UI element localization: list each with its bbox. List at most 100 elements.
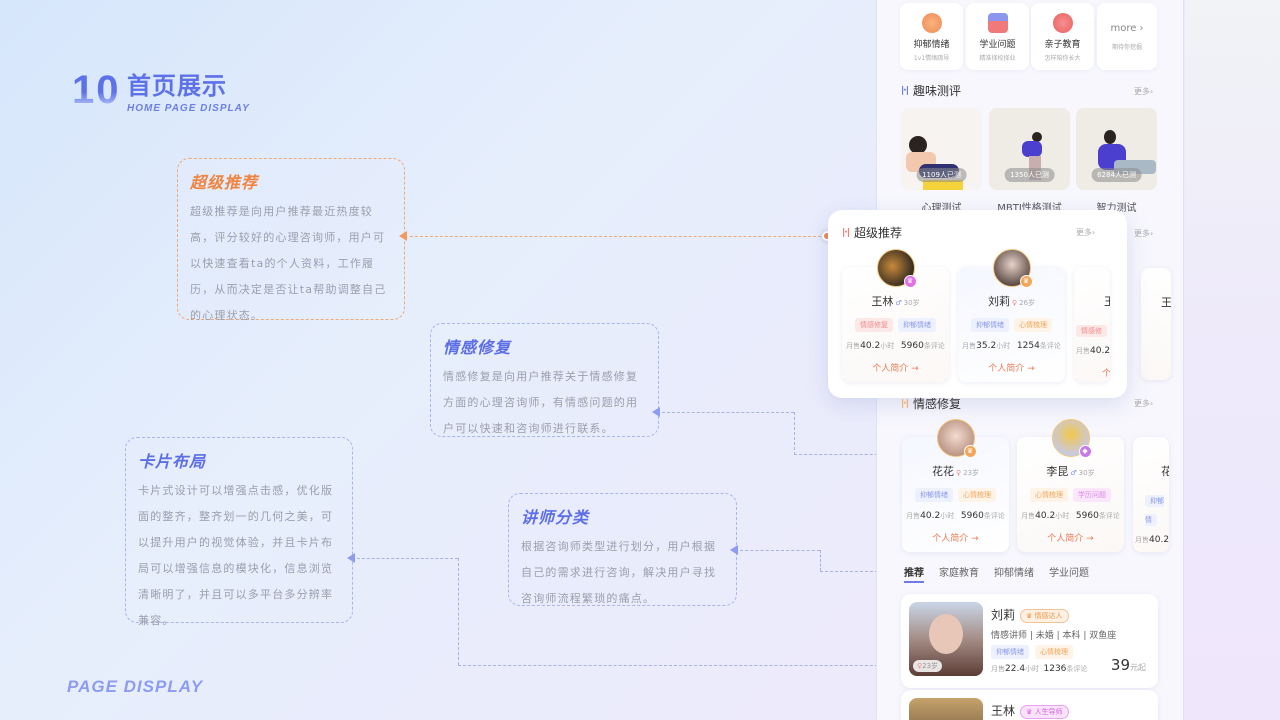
more-link[interactable]: 更多›: [1134, 399, 1154, 408]
female-icon: ♀: [955, 469, 962, 477]
connector-line: [662, 412, 794, 413]
page-title: 首页展示: [127, 72, 227, 100]
tag: 抑郁情绪: [898, 318, 936, 332]
section-bar-icon: |·|: [901, 85, 909, 96]
annotation-super-recommend: 超级推荐 超级推荐是向用户推荐最近热度较高，评分较好的心理咨询师，用户可以快速查…: [177, 158, 405, 322]
category-more[interactable]: more › 期待你挖掘: [1097, 3, 1157, 70]
crown-icon: ♛: [1019, 275, 1033, 288]
counselor-desc: 情感讲师 | 未婚 | 本科 | 双鱼座: [991, 631, 1117, 641]
category-study[interactable]: 学业问题 精准择校择业: [966, 3, 1029, 70]
more-link[interactable]: 更多›: [1076, 228, 1096, 237]
profile-link[interactable]: 个人简介 →: [872, 364, 919, 374]
teacher-card-partial[interactable]: 王: [1141, 268, 1171, 380]
page-subtitle: HOME PAGE DISPLAY: [127, 103, 250, 114]
annotation-text: 超级推荐是向用户推荐最近热度较高，评分较好的心理咨询师，用户可以快速查看ta的个…: [190, 205, 387, 322]
arrow-left-icon: [730, 545, 738, 555]
category-tabs: 推荐 家庭教育 抑郁情绪 学业问题: [904, 564, 1089, 583]
age-badge: ♀23岁: [913, 660, 943, 672]
tag: 学历问题: [1073, 488, 1111, 502]
profile-link[interactable]: 个人简介 →: [932, 534, 979, 544]
female-icon: ♀: [917, 662, 923, 670]
teacher-card-partial[interactable]: 花 抑郁情 月售40.2 个: [1133, 437, 1169, 552]
avatar: ♛: [936, 419, 977, 458]
avatar: ♛: [992, 249, 1033, 288]
test-label: 心理测试: [921, 203, 962, 214]
connector-line: [820, 550, 821, 571]
tab-recommend[interactable]: 推荐: [904, 564, 924, 583]
female-icon: ♀: [1011, 299, 1018, 307]
parent-child-icon: [1052, 13, 1073, 33]
annotation-text: 卡片式设计可以增强点击感，优化版面的整齐，整齐划一的几何之美，可以提升用户的视觉…: [138, 484, 334, 627]
test-label: MBTI性格测试: [997, 203, 1062, 214]
arrow-left-icon: [652, 407, 660, 417]
tag: 抑郁情绪: [971, 318, 1009, 332]
crown-icon: ♛: [963, 445, 977, 458]
section-fun-tests-title: |·| 趣味测评: [901, 84, 962, 98]
category-parenting[interactable]: 亲子教育 怎样陪你长大: [1031, 3, 1094, 70]
counselor-list-item[interactable]: 王林♛ 人生导师: [901, 690, 1158, 720]
connector-line: [410, 236, 826, 237]
graduation-cap-icon: [987, 13, 1008, 33]
tab-family-education[interactable]: 家庭教育: [939, 568, 979, 579]
test-card-mbti[interactable]: 1350人已测: [989, 108, 1070, 190]
test-card-iq[interactable]: 6284人已测: [1076, 108, 1157, 190]
annotation-title: 卡片布局: [138, 452, 207, 471]
illustration-body: [1022, 141, 1042, 157]
counselor-photo: [909, 698, 983, 720]
price: 39元起: [1110, 656, 1146, 674]
illustration-block: [923, 180, 963, 190]
annotation-title: 情感修复: [443, 338, 512, 357]
teacher-card[interactable]: ♛ 花花♀23岁 抑郁情绪心情梳理 月售40.2小时 5960条评论 个人简介 …: [902, 419, 1009, 552]
male-icon: ♂: [1070, 469, 1077, 477]
connector-line: [794, 412, 795, 455]
test-label: 智力测试: [1096, 203, 1137, 214]
connector-line: [794, 454, 898, 455]
more-link[interactable]: 更多›: [1134, 87, 1154, 96]
tab-study[interactable]: 学业问题: [1049, 568, 1089, 579]
arrow-left-icon: [399, 231, 407, 241]
connector-line: [820, 571, 898, 572]
tag: 情感修复: [855, 318, 893, 332]
face: [929, 614, 963, 654]
connector-line: [458, 558, 459, 665]
teacher-card[interactable]: ◆ 李昆♂30岁 心情梳理学历问题 月售40.2小时 5960条评论 个人简介 …: [1017, 419, 1124, 552]
super-recommend-popup: |·| 超级推荐 更多› ♛ 王林♂30岁 情感修复抑郁情绪 月售40.2小时 …: [828, 210, 1127, 398]
annotation-title: 超级推荐: [190, 173, 259, 192]
illustration-head: [909, 136, 927, 154]
annotation-text: 情感修复是向用户推荐关于情感修复方面的心理咨询师，有情感问题的用户可以快速和咨询…: [443, 370, 639, 435]
connector-line: [740, 550, 820, 551]
section-emotion-repair-title: |·| 情感修复: [901, 397, 962, 411]
tags: 抑郁情绪心情梳理: [991, 645, 1073, 659]
teacher-card-partial[interactable]: 王 情感修 月售40.2 个: [1074, 267, 1110, 382]
section-super-recommend-title: |·| 超级推荐: [842, 226, 903, 240]
counselor-list-item[interactable]: ♀23岁 刘莉♛ 情感达人 情感讲师 | 未婚 | 本科 | 双鱼座 抑郁情绪心…: [901, 594, 1158, 688]
male-icon: ♂: [895, 299, 902, 307]
annotation-title: 讲师分类: [521, 508, 590, 527]
expert-badge: ♛ 情感达人: [1020, 608, 1069, 623]
section-bar-icon: |·|: [842, 227, 850, 238]
avatar: ♛: [876, 249, 917, 288]
profile-link[interactable]: 个人简介 →: [1047, 534, 1094, 544]
more-link[interactable]: 更多›: [1134, 229, 1154, 238]
illustration-head: [1032, 132, 1042, 142]
tag: 心情梳理: [1030, 488, 1068, 502]
section-bar-icon: |·|: [901, 398, 909, 409]
connector-line: [357, 558, 458, 559]
category-depression[interactable]: 抑郁情绪 1v1情绪疏导: [900, 3, 963, 70]
crown-icon: ♛: [903, 275, 917, 288]
connector-line: [458, 665, 898, 666]
tag: 抑郁情绪: [915, 488, 953, 502]
teacher-card[interactable]: ♛ 刘莉♀26岁 抑郁情绪心情梳理 月售35.2小时 1254条评论 个人简介 …: [958, 249, 1065, 382]
tag: 心情梳理: [958, 488, 996, 502]
arrow-left-icon: [347, 553, 355, 563]
illustration-head: [1104, 130, 1116, 144]
teacher-card[interactable]: ♛ 王林♂30岁 情感修复抑郁情绪 月售40.2小时 5960条评论 个人简介 …: [842, 249, 949, 382]
test-card-psychology[interactable]: 1109人已测: [901, 108, 982, 190]
profile-link[interactable]: 个人简介 →: [988, 364, 1035, 374]
counselor-photo: ♀23岁: [909, 602, 983, 676]
side-panel: [1185, 0, 1280, 720]
tab-depression[interactable]: 抑郁情绪: [994, 568, 1034, 579]
chevron-right-icon: ›: [1139, 23, 1144, 34]
annotation-lecturer-category: 讲师分类 根据咨询师类型进行划分，用户根据自己的需求进行咨询，解决用户寻找咨询师…: [508, 493, 737, 606]
crown-icon: ♛: [1026, 707, 1033, 716]
